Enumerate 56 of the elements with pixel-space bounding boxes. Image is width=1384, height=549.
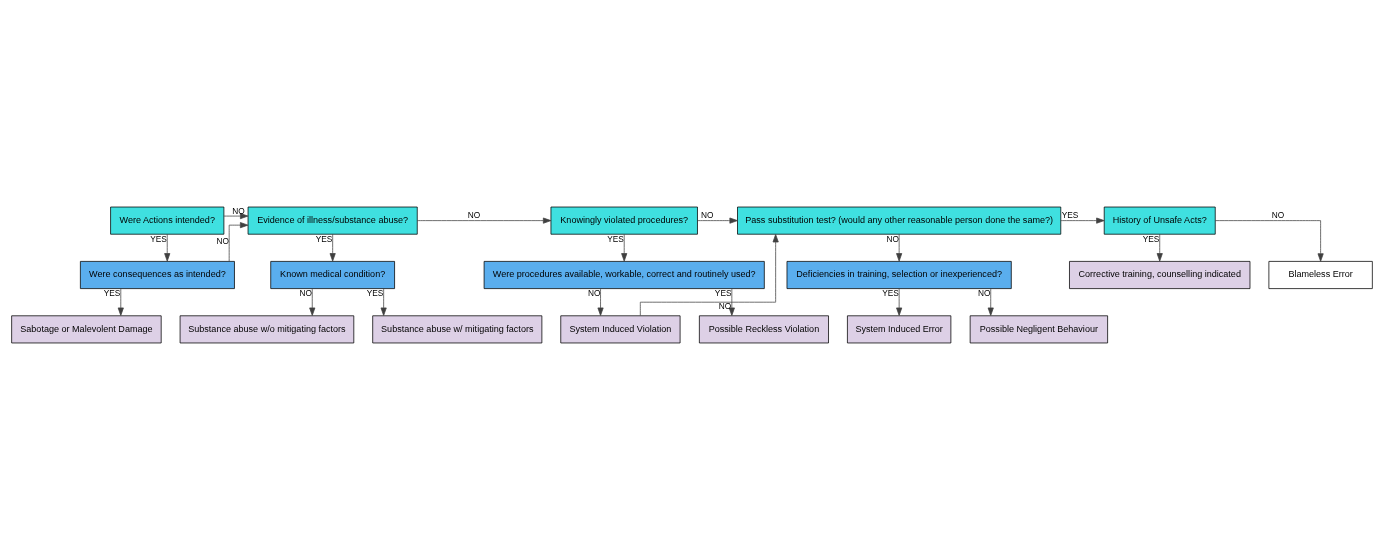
arrow [329,233,336,261]
arrow [987,287,994,316]
edge-label: YES [103,287,121,298]
arrow [1214,219,1324,262]
edge-label: NO [718,300,732,311]
arrow [1060,217,1105,224]
edge-label: YES [315,233,333,244]
node-box: Knowingly violated procedures? [550,206,698,235]
edge-label: NO [886,233,899,244]
node-box: Pass substitution test? (would any other reasonable person done the same?) [737,206,1062,235]
arrow [228,221,249,262]
node-box: Were consequences as intended? [80,260,235,289]
edge-label: NO [587,287,601,298]
node-box: Sabotage or Malevolent Damage [11,314,162,343]
edge-label: YES [150,233,167,244]
edge-label: NO [1271,209,1285,220]
arrow [697,217,738,224]
node-box: Possible Negligent Behaviour [969,314,1108,343]
edge-label: YES [1142,233,1160,244]
node-box: Were procedures available, workable, correct and routinely used? [483,260,765,289]
arrow [896,287,903,316]
arrow [417,217,552,224]
node-box: History of Unsafe Acts? [1103,206,1216,235]
node-box: Substance abuse w/ mitigating factors [372,314,543,343]
arrow [309,287,316,316]
edge-label: NO [232,205,245,216]
edge-label: NO [701,209,714,220]
node-box: Substance abuse w/o mitigating factors [179,314,355,343]
node-box: Blameless Error [1268,260,1373,289]
node-box: Known medical condition? [270,260,395,289]
arrow [117,287,124,316]
node-box: Possible Reckless Violation [699,314,829,343]
edge-label: YES [1061,209,1079,220]
edge-label: NO [978,287,991,298]
edge-label: YES [714,287,732,298]
arrow [639,233,779,316]
node-box: Corrective training, counselling indicated [1069,260,1251,289]
node-box: Evidence of illness/substance abuse? [247,206,418,235]
arrow [597,287,604,316]
arrow [380,287,387,316]
node-box: Deficiencies in training, selection or inexperienced? [786,260,1012,289]
arrow [223,212,249,219]
arrow [164,233,171,261]
edge-label: YES [607,233,624,244]
arrow [621,233,628,261]
edge-label: YES [882,287,899,298]
edge-label: NO [467,209,481,220]
node-box: System Induced Error [847,314,952,343]
edge-label: NO [299,287,313,298]
arrow [728,287,735,316]
edge-label: NO [216,235,229,246]
arrow [1156,233,1163,261]
edge-label: YES [366,287,384,298]
arrow [896,233,903,261]
node-box: Were Actions intended? [110,206,225,235]
node-box: System Induced Violation [560,314,681,343]
